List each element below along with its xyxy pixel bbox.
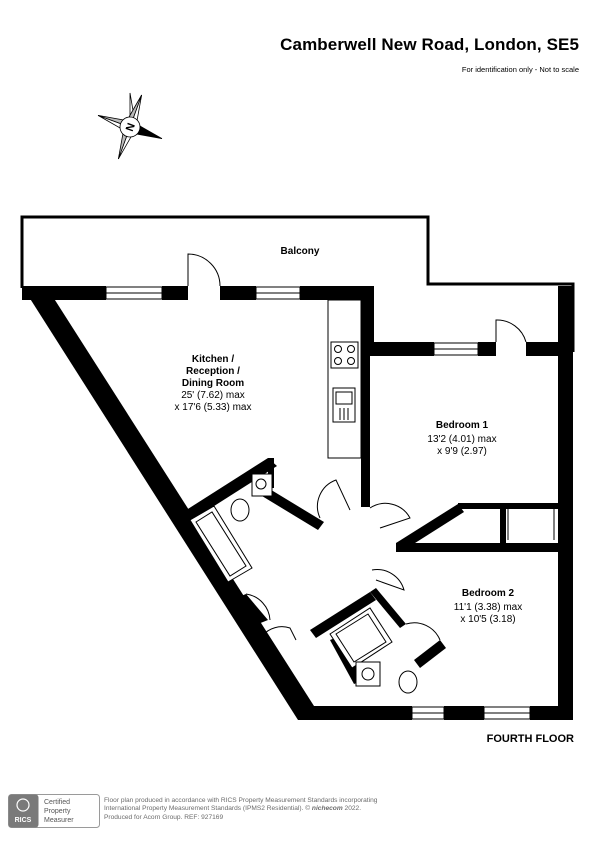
kitchen-name-line2: Reception /: [186, 366, 240, 377]
compass-rose-icon: N: [97, 92, 163, 160]
kitchen-name-line1: Kitchen /: [192, 354, 234, 365]
footer-line2: International Property Measurement Stand…: [104, 805, 424, 813]
kitchen-dimension-2: x 17'6 (5.33) max: [175, 402, 252, 413]
outer-walls: [22, 286, 573, 720]
footer-line1: Floor plan produced in accordance with R…: [104, 797, 378, 804]
kitchen-name-line3: Dining Room: [182, 378, 244, 389]
rics-badge-line3: Measurer: [44, 817, 74, 824]
bedroom2-name: Bedroom 2: [462, 588, 515, 599]
footer-line3: Produced for Acorn Group. REF: 927169: [104, 813, 224, 821]
compass-north-letter: N: [124, 122, 138, 134]
windows: [105, 286, 531, 720]
floor-level-label: FOURTH FLOOR: [486, 733, 574, 745]
rics-logo-text: RICS: [15, 817, 32, 824]
rics-certified-badge: RICS Certified Property Measurer: [8, 794, 100, 828]
footer-line2-text: International Property Measurement Stand…: [104, 805, 311, 813]
bedroom2-dimension-2: x 10'5 (3.18): [460, 614, 515, 625]
footer-disclaimer: Floor plan produced in accordance with R…: [104, 797, 424, 822]
kitchen-worktop: [327, 299, 362, 459]
bedroom1-name: Bedroom 1: [436, 420, 489, 431]
doors: [187, 253, 527, 641]
rics-badge-line2: Property: [44, 808, 71, 815]
kitchen-dimension-1: 25' (7.62) max: [181, 390, 245, 401]
wardrobe-doors: [422, 508, 555, 550]
disclaimer-subtitle: For identification only - Not to scale: [461, 65, 579, 74]
nichecom-logo-text: nichecom: [311, 805, 343, 813]
bedroom1-dimension-2: x 9'9 (2.97): [437, 446, 487, 457]
bath-fixtures: [189, 473, 273, 583]
bedroom1-dimension-1: 13'2 (4.01) max: [427, 434, 496, 445]
rics-logo-icon: [16, 798, 30, 812]
property-address-title: Camberwell New Road, London, SE5: [280, 35, 579, 54]
footer-year: 2022.: [342, 805, 362, 813]
balcony-outline: [20, 215, 575, 352]
bedroom2-dimension-1: 11'1 (3.38) max: [454, 602, 522, 613]
balcony-label: Balcony: [281, 246, 320, 257]
rics-badge-line1: Certified: [44, 799, 70, 806]
ensuite-fixtures: [329, 607, 418, 694]
